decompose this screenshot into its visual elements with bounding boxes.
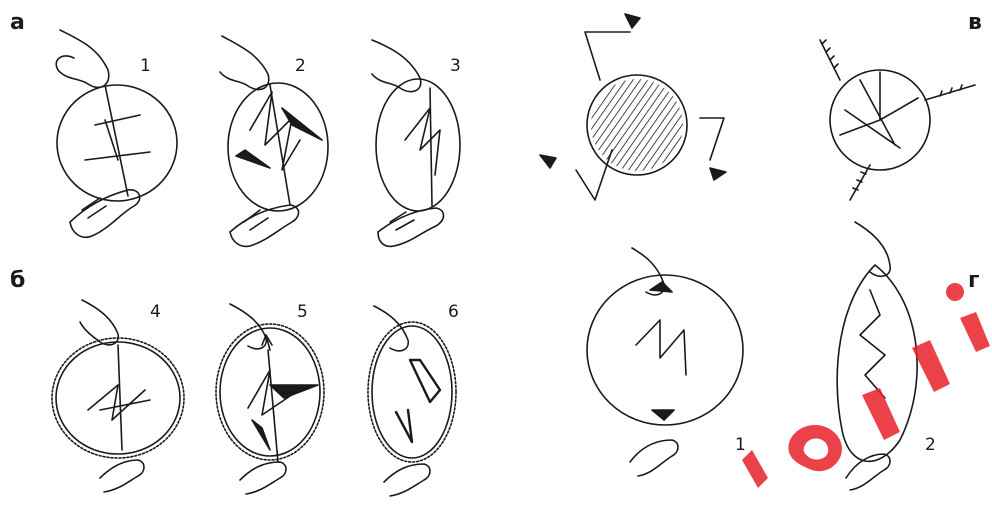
panel-6: [368, 306, 456, 496]
hand-icon: [846, 454, 890, 490]
step-number-6: 6: [448, 302, 459, 322]
panel-v-right: [820, 40, 975, 200]
arrow-icon: [710, 168, 726, 180]
panel-g-2: [837, 222, 917, 490]
panel-3: [372, 40, 460, 246]
section-label-a: а: [10, 10, 25, 35]
step-number-5: 5: [297, 302, 308, 322]
hand-icon: [230, 304, 266, 349]
hand-icon: [100, 460, 144, 492]
step-number-g1: 1: [735, 435, 746, 455]
hand-icon: [220, 36, 269, 90]
hand-icon: [378, 208, 444, 246]
panel-2: [220, 36, 328, 246]
section-label-g: г: [968, 268, 980, 293]
section-label-b: б: [10, 268, 25, 293]
hand-icon: [630, 440, 678, 476]
step-number-g2: 2: [925, 435, 936, 455]
hand-icon: [384, 464, 430, 496]
hand-icon: [56, 30, 109, 87]
step-number-2: 2: [295, 56, 306, 76]
watermark: [742, 283, 990, 488]
panel-5: [216, 304, 324, 494]
step-number-4: 4: [150, 302, 161, 322]
hand-icon: [80, 300, 118, 345]
arrow-icon: [625, 14, 640, 28]
arrow-icon: [540, 155, 556, 168]
panel-1: [56, 30, 177, 237]
hand-icon: [372, 40, 421, 92]
hand-icon: [374, 306, 408, 351]
arrow-icon: [652, 410, 674, 420]
panel-4: [52, 300, 184, 492]
section-label-v: в: [968, 10, 982, 35]
step-number-1: 1: [140, 56, 151, 76]
hand-icon: [230, 205, 299, 246]
hand-icon: [240, 462, 286, 494]
arrow-icon: [650, 282, 672, 292]
panel-g-1: [587, 248, 743, 476]
hand-icon: [70, 190, 140, 237]
panel-v-left: [540, 14, 726, 200]
step-number-3: 3: [450, 56, 461, 76]
